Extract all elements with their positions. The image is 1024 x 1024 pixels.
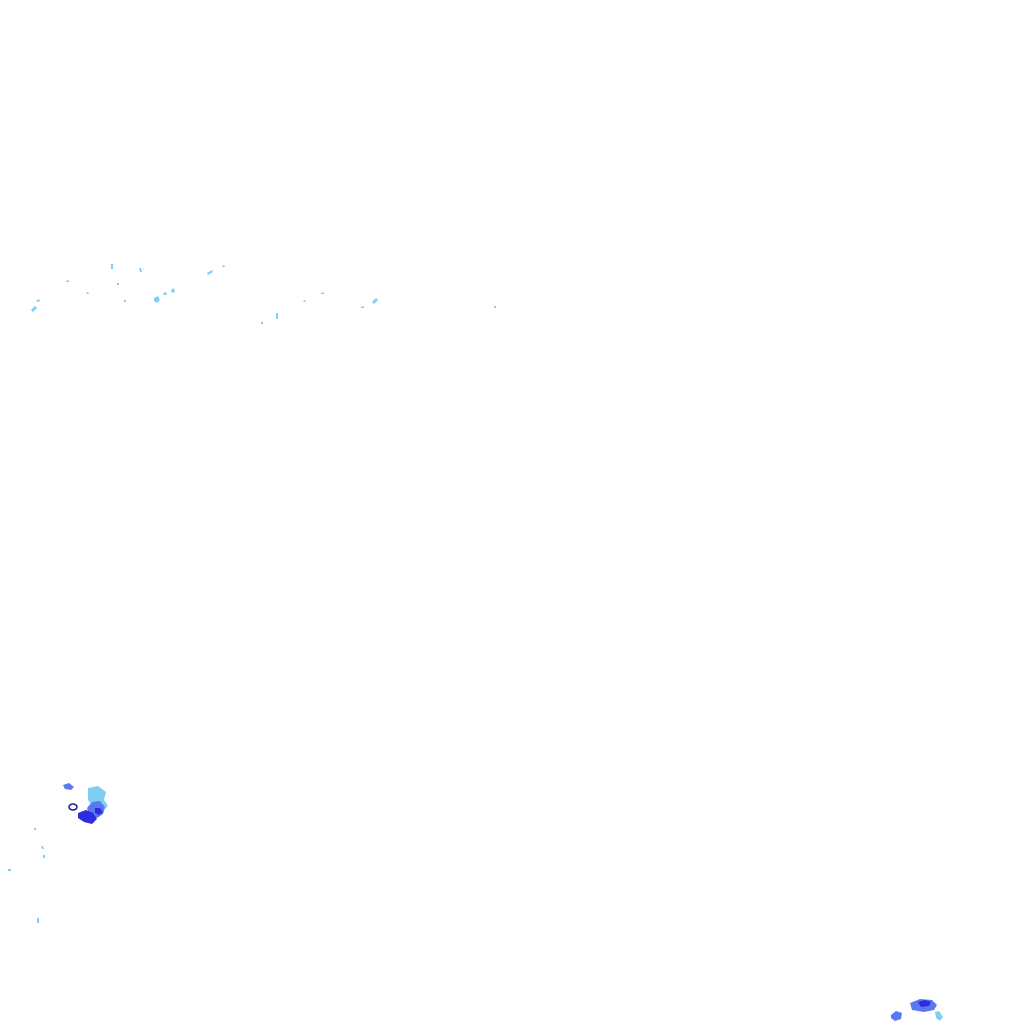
echo-speck xyxy=(41,846,44,849)
storm-cell-west xyxy=(8,783,108,923)
echo-speck xyxy=(261,322,263,324)
echo-light-area xyxy=(935,1011,943,1021)
echo-speck xyxy=(494,306,496,308)
echo-speck xyxy=(34,828,36,830)
light-echo-band xyxy=(31,264,496,324)
echo-heavy-area xyxy=(918,1000,931,1007)
echo-speck xyxy=(37,918,39,923)
echo-speck xyxy=(321,292,324,294)
echo-speck xyxy=(31,306,37,312)
echo-speck xyxy=(111,264,113,269)
storm-cell-southeast xyxy=(891,999,943,1021)
echo-moderate-area xyxy=(891,1011,902,1021)
echo-speck xyxy=(139,268,142,272)
echo-speck xyxy=(171,288,175,293)
echo-speck xyxy=(207,270,213,275)
echo-speck xyxy=(276,313,278,319)
echo-speck xyxy=(361,306,364,308)
echo-speck xyxy=(163,292,167,295)
echo-speck xyxy=(117,283,119,285)
echo-heavy-area xyxy=(95,808,103,815)
echo-speck xyxy=(154,296,160,303)
echo-speck xyxy=(124,300,126,302)
echo-moderate-area xyxy=(63,783,74,790)
echo-speck xyxy=(8,869,11,871)
echo-speck xyxy=(372,298,378,304)
echo-speck xyxy=(43,855,45,858)
echo-heavy-area xyxy=(78,810,97,824)
echo-speck xyxy=(86,292,89,294)
echo-core-ring xyxy=(68,803,78,811)
echo-speck xyxy=(66,280,69,282)
echo-speck xyxy=(222,265,225,267)
echo-speck xyxy=(303,300,306,302)
echo-speck xyxy=(36,299,40,302)
